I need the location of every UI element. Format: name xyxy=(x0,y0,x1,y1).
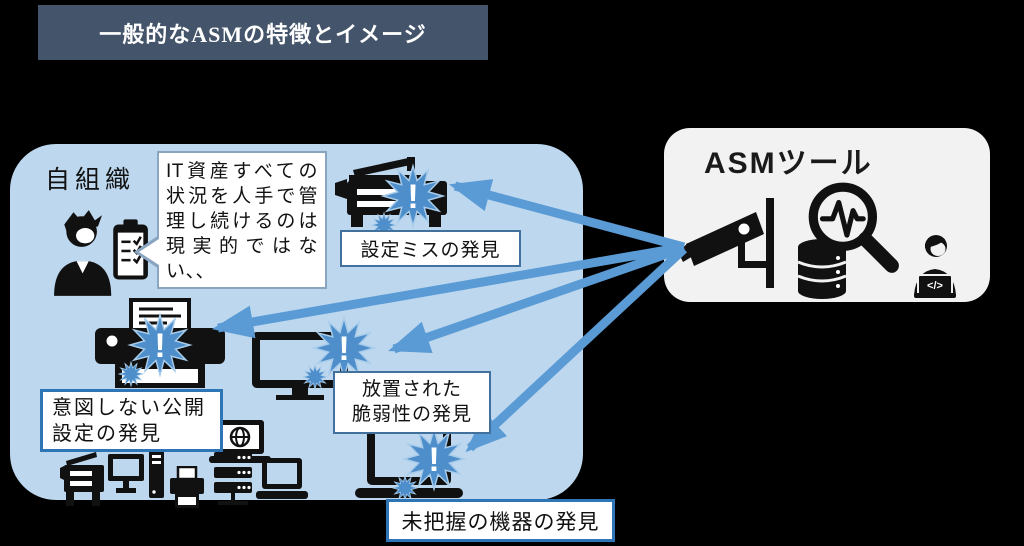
finding-text-line1: 意図しない公開 xyxy=(52,396,206,419)
page-title: 一般的なASMの特徴とイメージ xyxy=(99,21,427,47)
finding-unintended-exposure-label: 意図しない公開 設定の発見 xyxy=(40,389,223,452)
finding-unknown-devices-label: 未把握の機器の発見 xyxy=(386,499,615,542)
server-icon xyxy=(214,452,252,505)
exclamation-mark: ! xyxy=(428,441,439,479)
finding-text: 設定ミスの発見 xyxy=(360,240,501,261)
exclamation-mark: ! xyxy=(407,178,418,216)
finding-neglected-vulnerability-label: 放置された 脆弱性の発見 xyxy=(333,371,491,434)
small-copier-icon xyxy=(60,452,104,506)
finding-text-line2: 設定の発見 xyxy=(52,422,162,445)
asm-tool-container: ASMツール </> xyxy=(664,128,990,302)
code-glyph: </> xyxy=(927,280,943,292)
small-laptop-icon xyxy=(256,458,308,499)
asm-tool-title: ASMツール xyxy=(704,147,873,180)
alert-burst-icon: ! xyxy=(371,163,446,239)
alert-burst-icon: ! xyxy=(118,312,193,388)
speech-bubble: IT資産すべての状況を人手で管理し続けるのは現実的ではない、、 xyxy=(134,151,327,289)
desktop-pc-icon xyxy=(108,450,164,498)
database-icon xyxy=(797,239,847,299)
small-printer-icon xyxy=(170,466,204,508)
alert-burst-icon: ! xyxy=(392,426,467,502)
speech-bubble-text: IT資産すべての状況を人手で管理し続けるのは現実的ではない、、 xyxy=(166,161,318,283)
finding-text: 未把握の機器の発見 xyxy=(401,510,600,534)
finding-config-mistake-label: 設定ミスの発見 xyxy=(340,230,521,267)
header-bar: 一般的なASMの特徴とイメージ xyxy=(38,5,488,60)
magnifier-pulse-icon xyxy=(808,182,899,273)
exclamation-mark: ! xyxy=(338,330,349,368)
exclamation-mark: ! xyxy=(154,327,165,365)
organization-label: 自組織 xyxy=(45,166,136,194)
security-camera-icon xyxy=(678,198,774,288)
finding-text-line1: 放置された xyxy=(361,378,462,400)
finding-text-line2: 脆弱性の発見 xyxy=(351,403,472,425)
analyst-coder-icon: </> xyxy=(914,235,956,298)
